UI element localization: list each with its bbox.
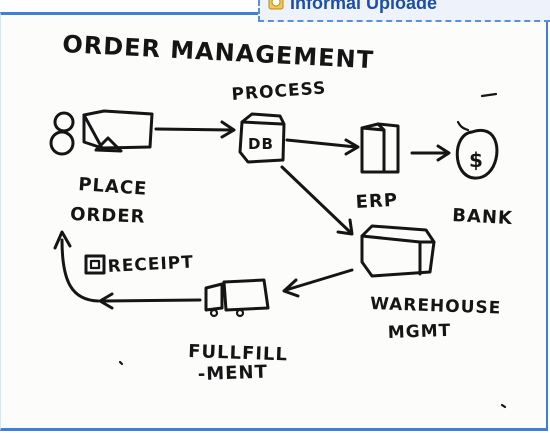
arrow-fulfillment-to-receipt (100, 298, 202, 303)
receipt-label: RECEIPT (107, 253, 194, 277)
terminal-icon (82, 109, 154, 153)
warehouse-label-line1: WAREHOUSE (370, 294, 502, 319)
arrow-db-to-warehouse (280, 165, 352, 234)
place-order-label-line1: PLACE (78, 174, 148, 200)
person-icon (49, 111, 75, 156)
place-order-label-line2: ORDER (70, 204, 146, 228)
fulfillment-label-line2: -MENT (197, 362, 268, 385)
fulfillment-label-line1: FULLFILL (188, 341, 288, 365)
erp-label: ERP (355, 190, 398, 213)
bank-symbol: $ (469, 148, 484, 172)
db-label: DB (248, 135, 274, 153)
informal-upload-tab[interactable]: Informal Uploade (258, 0, 550, 22)
stray-mark (118, 360, 124, 366)
db-icon (238, 112, 286, 164)
receipt-icon (84, 254, 106, 275)
upload-icon (268, 0, 284, 10)
title-mark (480, 92, 498, 98)
arrow-terminal-to-db (154, 127, 234, 132)
erp-server-icon (360, 122, 400, 174)
image-frame (0, 12, 548, 431)
truck-icon (204, 278, 270, 318)
tab-label: Informal Uploade (290, 0, 438, 13)
bank-label: BANK (452, 205, 514, 229)
diagram-title-line1: ORDER MANAGEMENT (62, 30, 375, 74)
arrow-db-to-erp (285, 138, 358, 149)
arrow-loop-to-place-order (60, 238, 100, 303)
diagram-title-line2: PROCESS (231, 78, 327, 105)
stray-mark-2 (500, 403, 507, 409)
bank-icon (455, 120, 499, 180)
warehouse-label-line2: MGMT (387, 321, 451, 343)
arrow-warehouse-to-fulfillment (284, 268, 354, 292)
warehouse-icon (360, 224, 436, 278)
